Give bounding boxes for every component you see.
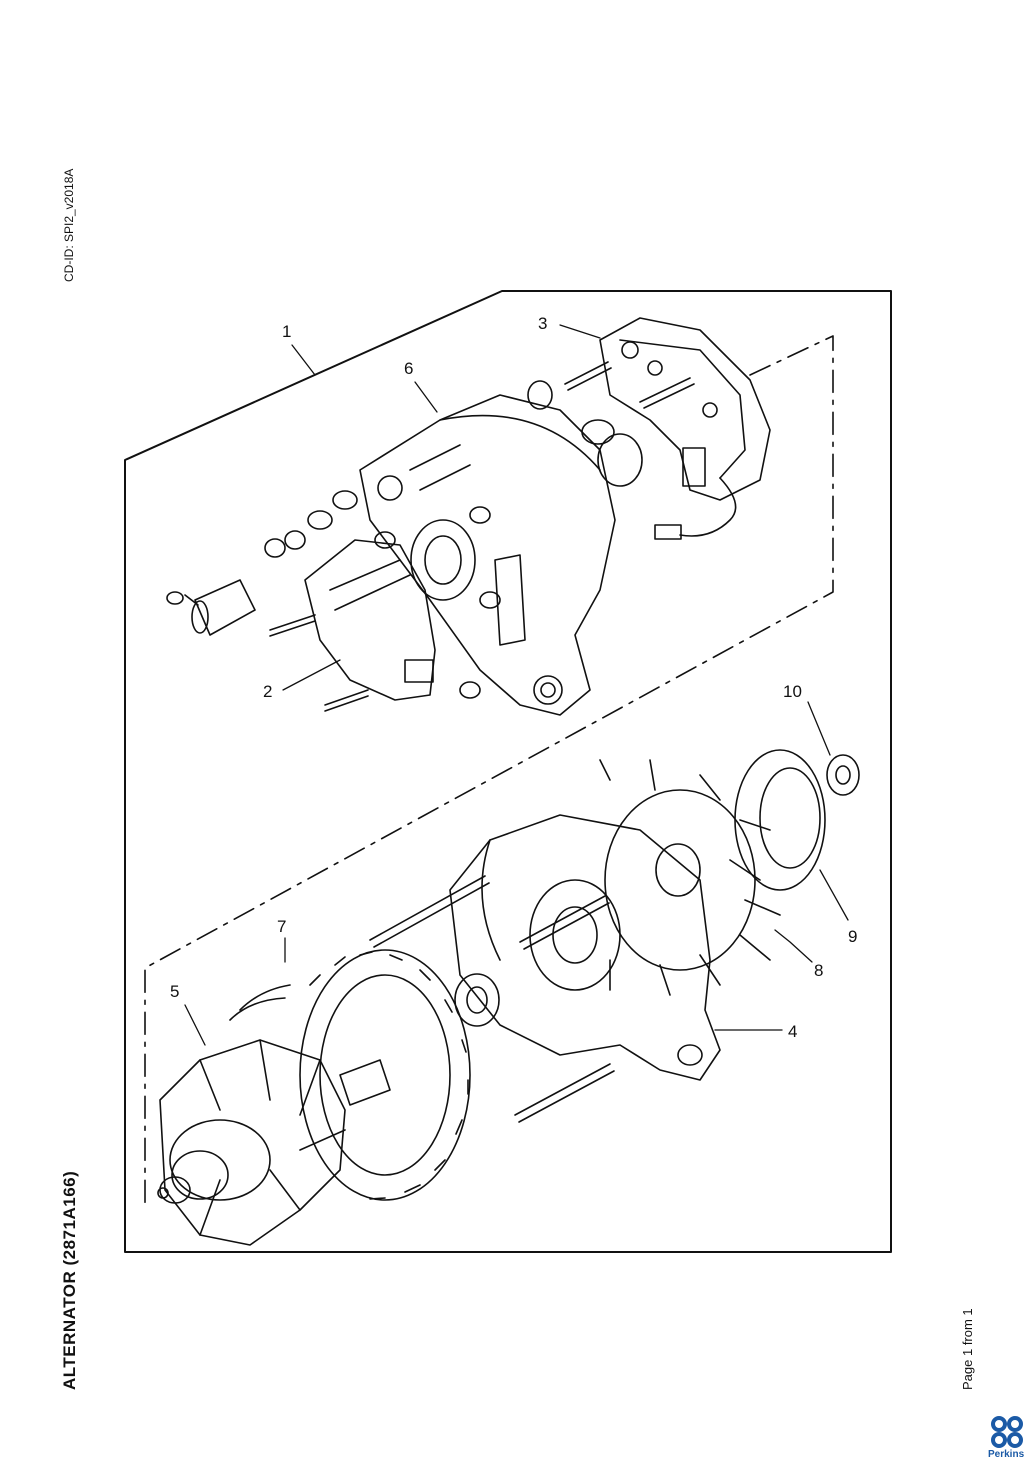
callout-2: 2 bbox=[263, 682, 272, 701]
leader-lines bbox=[184, 324, 849, 1046]
stator bbox=[229, 949, 471, 1201]
slip-ring-end-frame bbox=[449, 814, 721, 1081]
callout-1: 1 bbox=[282, 322, 291, 341]
callout-9: 9 bbox=[848, 927, 857, 946]
fasteners-left bbox=[264, 490, 501, 699]
rectifier-plate bbox=[564, 317, 771, 540]
callout-7: 7 bbox=[277, 917, 286, 936]
callout-8: 8 bbox=[814, 961, 823, 980]
capacitor bbox=[166, 579, 256, 636]
perkins-logo-icon bbox=[991, 1416, 1023, 1448]
callout-10: 10 bbox=[783, 682, 802, 701]
rotor bbox=[157, 1039, 391, 1246]
callout-6: 6 bbox=[404, 359, 413, 378]
callout-3: 3 bbox=[538, 314, 547, 333]
fan-and-pulley bbox=[599, 749, 860, 996]
brand-logo-text: Perkins bbox=[988, 1449, 1025, 1460]
dashed-separator bbox=[144, 335, 834, 1209]
assembly-frame bbox=[124, 290, 892, 1253]
brush-holder bbox=[269, 539, 436, 712]
callout-4: 4 bbox=[788, 1022, 797, 1041]
callout-5: 5 bbox=[170, 982, 179, 1001]
through-bolts bbox=[369, 875, 615, 1123]
drive-end-housing bbox=[359, 380, 643, 716]
